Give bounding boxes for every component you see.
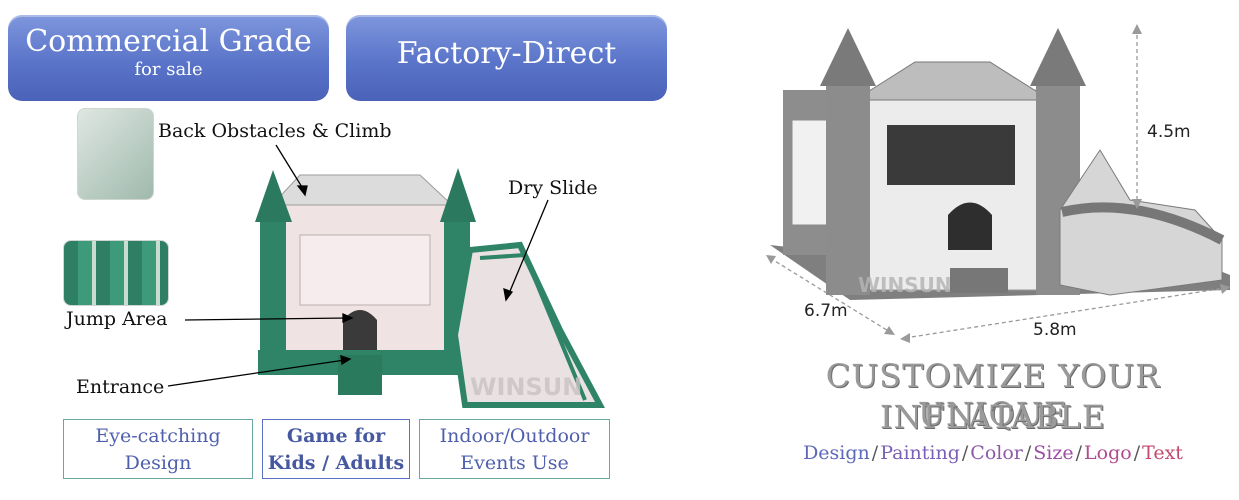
back-obstacles-thumbnail bbox=[77, 108, 154, 200]
commercial-grade-title: Commercial Grade bbox=[25, 24, 312, 59]
commercial-grade-badge: Commercial Grade for sale bbox=[8, 15, 329, 101]
feature-game-kids-adults: Game for Kids / Adults bbox=[262, 419, 410, 479]
customize-heading: CUSTOMIZE YOUR UNIQUE bbox=[825, 357, 1161, 433]
dimension-arrowheads bbox=[766, 24, 1230, 343]
jump-area-thumbnail bbox=[63, 240, 169, 306]
option-text: Text bbox=[1142, 442, 1183, 464]
option-separator: / bbox=[1024, 442, 1032, 464]
entrance-label: Entrance bbox=[76, 376, 165, 398]
option-separator: / bbox=[961, 442, 969, 464]
watermark-left: WINSUN bbox=[470, 373, 582, 401]
option-separator: / bbox=[871, 442, 879, 464]
option-separator: / bbox=[1133, 442, 1141, 464]
dry-slide-label: Dry Slide bbox=[508, 177, 598, 199]
depth-dimension: 6.7m bbox=[804, 301, 848, 321]
feature-line: Kids / Adults bbox=[267, 452, 405, 474]
feature-indoor-outdoor: Indoor/Outdoor Events Use bbox=[419, 419, 610, 479]
callout-arrows bbox=[167, 144, 549, 387]
width-dimension: 5.8m bbox=[1033, 320, 1077, 340]
feature-line: Design bbox=[124, 452, 192, 474]
customization-options: Design/Painting/Color/Size/Logo/Text bbox=[760, 442, 1226, 464]
watermark-right: WINSUN bbox=[858, 273, 952, 297]
height-dimension: 4.5m bbox=[1147, 122, 1191, 142]
feature-line: Game for bbox=[286, 425, 386, 447]
option-design: Design bbox=[803, 442, 870, 464]
option-size: Size bbox=[1033, 442, 1074, 464]
feature-line: Indoor/Outdoor bbox=[439, 425, 590, 447]
dimension-lines bbox=[769, 28, 1226, 339]
option-color: Color bbox=[970, 442, 1023, 464]
option-logo: Logo bbox=[1084, 442, 1132, 464]
back-obstacles-label: Back Obstacles & Climb bbox=[158, 120, 392, 142]
feature-eye-catching: Eye-catching Design bbox=[63, 419, 253, 479]
green-bounce-house bbox=[255, 168, 605, 408]
factory-direct-title: Factory-Direct bbox=[396, 36, 617, 71]
customize-heading-2: INFLATABLE bbox=[879, 398, 1107, 436]
gray-bounce-house bbox=[770, 28, 1230, 300]
feature-line: Eye-catching bbox=[95, 425, 221, 447]
factory-direct-badge: Factory-Direct bbox=[346, 15, 667, 101]
feature-line: Events Use bbox=[460, 452, 569, 474]
option-painting: Painting bbox=[880, 442, 960, 464]
jump-area-label: Jump Area bbox=[66, 308, 168, 330]
option-separator: / bbox=[1075, 442, 1083, 464]
for-sale-subtitle: for sale bbox=[134, 59, 203, 80]
